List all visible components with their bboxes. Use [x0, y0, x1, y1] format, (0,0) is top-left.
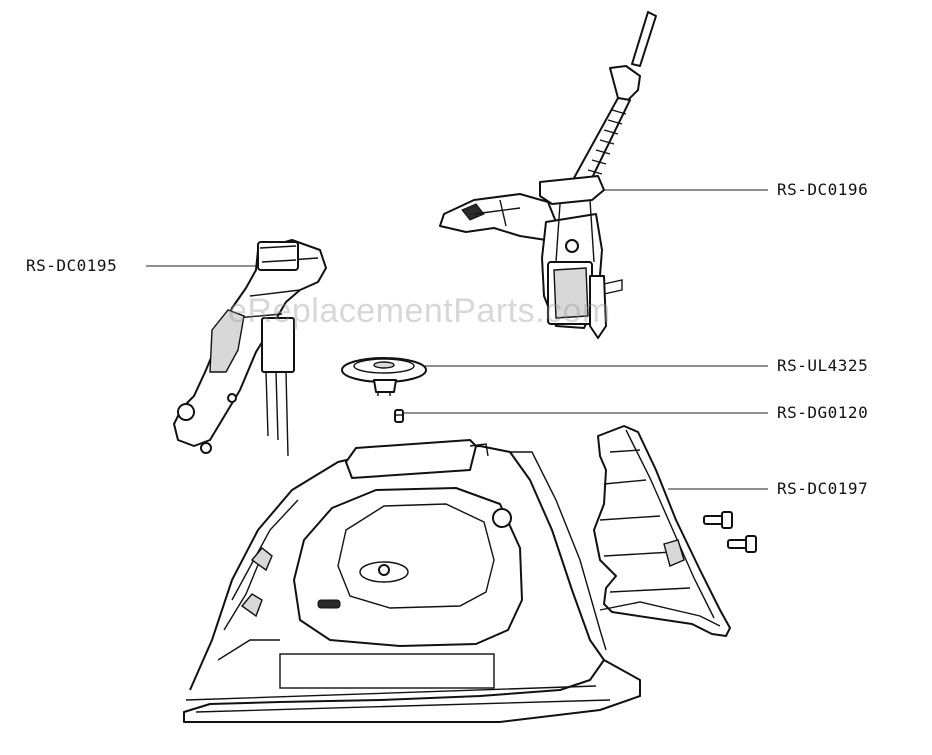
part-cord-control-assembly: [439, 11, 657, 339]
part-screw-upper: [703, 511, 733, 529]
part-rear-cover: [593, 425, 731, 637]
callout-label-dg0120: RS-DG0120: [777, 403, 869, 422]
part-valve-disc: [341, 357, 427, 396]
callout-label-dc0196: RS-DC0196: [777, 180, 869, 199]
callout-label-ul4325: RS-UL4325: [777, 356, 869, 375]
part-handle-button-assembly: [173, 239, 327, 457]
callout-label-dc0197: RS-DC0197: [777, 479, 869, 498]
part-small-pin: [394, 409, 404, 423]
watermark: eReplacementParts.com: [228, 292, 611, 330]
part-iron-body: [183, 439, 641, 723]
part-screw-lower: [727, 535, 757, 553]
callout-label-dc0195: RS-DC0195: [26, 256, 118, 275]
